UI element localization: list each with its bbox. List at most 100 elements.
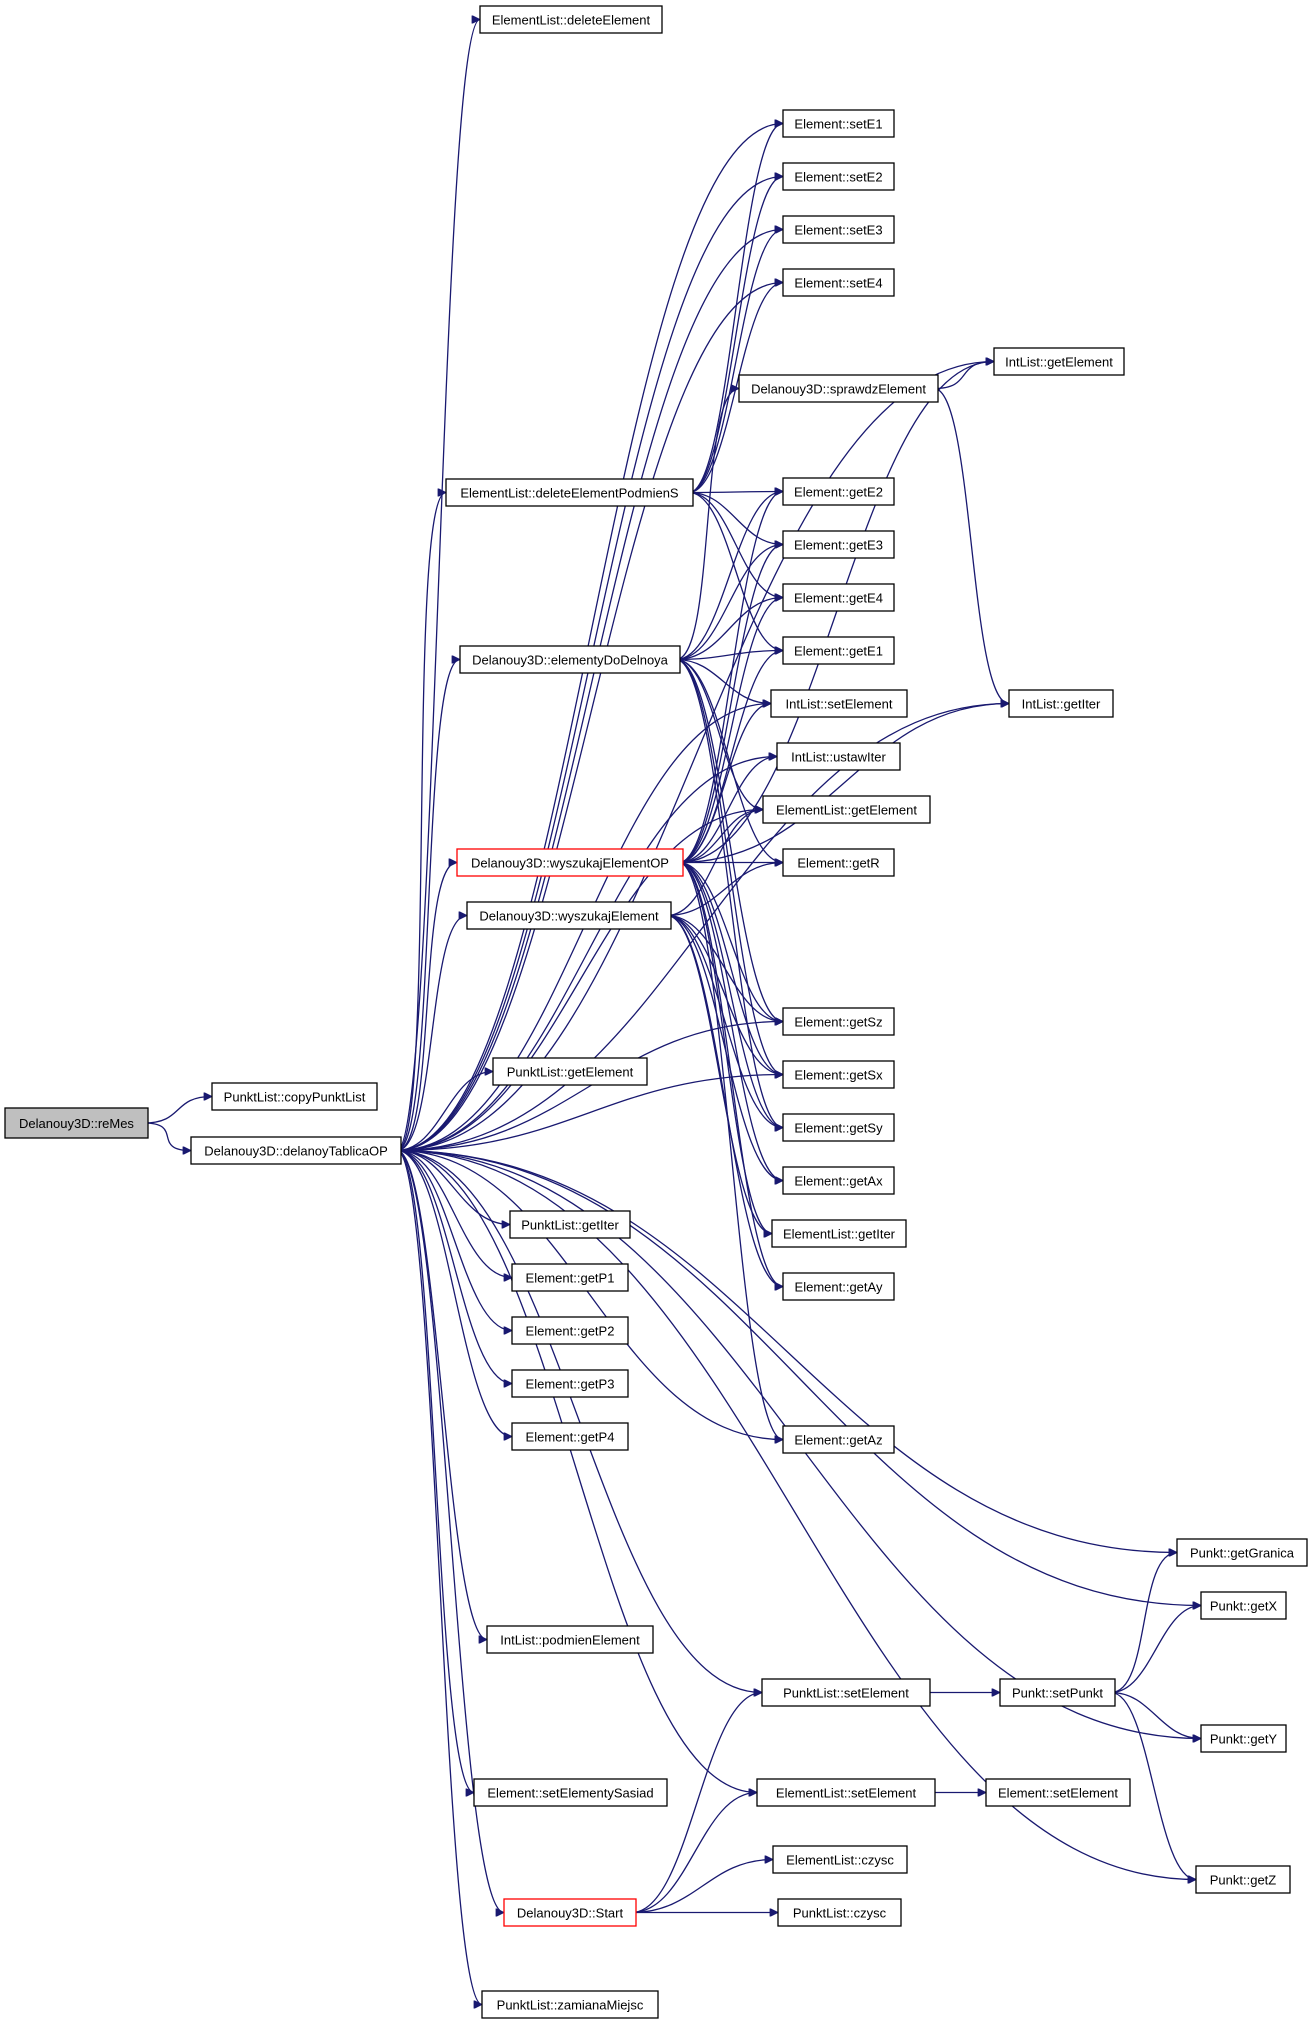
node-pGetIter[interactable]: PunktList::getIter	[509, 1210, 631, 1239]
node-setElementySasiad[interactable]: Element::setElementySasiad	[473, 1778, 668, 1807]
node-box	[782, 477, 895, 506]
edge-wyszukajElementOP-to-intGetElement	[678, 362, 994, 864]
node-intSetElement[interactable]: IntList::setElement	[770, 689, 908, 718]
edge-wyszukajElement-to-getR	[666, 863, 783, 917]
node-elGetElement[interactable]: ElementList::getElement	[762, 795, 931, 824]
edge-delanoyTablicaOP-to-getP1	[396, 1149, 512, 1278]
node-getE2[interactable]: Element::getE2	[782, 477, 895, 506]
node-elSetElement[interactable]: ElementList::setElement	[756, 1778, 936, 1807]
node-box	[456, 848, 684, 877]
node-getAx[interactable]: Element::getAx	[782, 1166, 895, 1195]
node-box	[1008, 689, 1114, 718]
edge-delanoyTablicaOP-to-intGetElement	[396, 362, 994, 1152]
node-deleteElement[interactable]: ElementList::deleteElement	[479, 5, 663, 34]
edge-delanoyTablicaOP-to-setElementySasiad	[396, 1149, 474, 1793]
node-label: PunktList::zamianaMiejsc	[497, 1998, 644, 2013]
node-box	[473, 1778, 668, 1807]
node-box	[782, 636, 895, 665]
node-setPunkt[interactable]: Punkt::setPunkt	[999, 1678, 1116, 1707]
nodes-layer: Delanouy3D::reMes PunktList::copyPunktLis…	[4, 5, 1308, 2019]
node-label: ElementList::deleteElement	[492, 13, 651, 28]
node-box	[211, 1082, 378, 1111]
node-box	[190, 1136, 402, 1165]
node-box	[738, 374, 939, 403]
node-box	[481, 1990, 659, 2019]
node-deleteElementPodmienS[interactable]: ElementList::deleteElementPodmienS	[445, 478, 694, 507]
node-getE1[interactable]: Element::getE1	[782, 636, 895, 665]
node-pSetElement[interactable]: PunktList::setElement	[761, 1678, 931, 1707]
node-getZ[interactable]: Punkt::getZ	[1195, 1865, 1291, 1894]
node-getY[interactable]: Punkt::getY	[1200, 1724, 1287, 1753]
node-label: Element::getAy	[795, 1280, 883, 1295]
node-getP2[interactable]: Element::getP2	[511, 1316, 629, 1345]
node-ustawIter[interactable]: IntList::ustawIter	[776, 742, 901, 771]
node-setE2[interactable]: Element::setE2	[782, 162, 895, 191]
edge-deleteElementPodmienS-to-setE3	[688, 230, 783, 494]
node-getSy[interactable]: Element::getSy	[782, 1113, 895, 1142]
node-box	[782, 268, 895, 297]
edge-wyszukajElement-to-getSz	[666, 914, 783, 1022]
edge-start-to-elCzysc	[631, 1860, 773, 1914]
node-label: Element::setE2	[794, 170, 882, 185]
node-label: Element::getE1	[794, 644, 883, 659]
node-box	[511, 1422, 629, 1451]
node-label: Delanouy3D::wyszukajElementOP	[471, 856, 669, 871]
node-sprawdzElement[interactable]: Delanouy3D::sprawdzElement	[738, 374, 939, 403]
node-label: PunktList::copyPunktList	[224, 1090, 366, 1105]
node-elCzysc[interactable]: ElementList::czysc	[772, 1845, 908, 1874]
node-elementyDoDelnoya[interactable]: Delanouy3D::elementyDoDelnoya	[459, 645, 681, 674]
node-getP1[interactable]: Element::getP1	[511, 1263, 629, 1292]
node-getAy[interactable]: Element::getAy	[782, 1272, 895, 1301]
node-reMes[interactable]: Delanouy3D::reMes	[4, 1107, 149, 1139]
node-getSz[interactable]: Element::getSz	[782, 1007, 895, 1036]
edge-wyszukajElementOP-to-getE3	[678, 545, 783, 864]
edges-layer	[143, 20, 1201, 2005]
node-setE1[interactable]: Element::setE1	[782, 109, 895, 138]
node-label: Element::setElementySasiad	[487, 1786, 653, 1801]
node-label: ElementList::czysc	[786, 1853, 894, 1868]
node-wyszukajElement[interactable]: Delanouy3D::wyszukajElement	[466, 901, 672, 930]
edge-wyszukajElementOP-to-getAz	[678, 861, 783, 1440]
edge-delanoyTablicaOP-to-pGetIter	[396, 1149, 510, 1225]
node-setE4[interactable]: Element::setE4	[782, 268, 895, 297]
node-delanoyTablicaOP[interactable]: Delanouy3D::delanoyTablicaOP	[190, 1136, 402, 1165]
node-getE4[interactable]: Element::getE4	[782, 583, 895, 612]
node-getR[interactable]: Element::getR	[782, 848, 895, 877]
node-wyszukajElementOP[interactable]: Delanouy3D::wyszukajElementOP	[456, 848, 684, 877]
node-getP4[interactable]: Element::getP4	[511, 1422, 629, 1451]
node-box	[782, 1166, 895, 1195]
edge-deleteElementPodmienS-to-getE4	[688, 491, 783, 598]
edge-reMes-to-delanoyTablicaOP	[143, 1122, 191, 1151]
node-box	[772, 1845, 908, 1874]
node-getAz[interactable]: Element::getAz	[782, 1425, 895, 1454]
edge-delanoyTablicaOP-to-wyszukajElement	[396, 916, 467, 1152]
node-label: ElementList::deleteElementPodmienS	[460, 486, 679, 501]
edge-wyszukajElementOP-to-ustawIter	[678, 757, 777, 864]
node-eSetElement[interactable]: Element::setElement	[985, 1778, 1131, 1807]
node-box	[511, 1263, 629, 1292]
node-start[interactable]: Delanouy3D::Start	[503, 1898, 637, 1927]
node-podmienElement[interactable]: IntList::podmienElement	[486, 1625, 654, 1654]
node-label: PunktList::getElement	[507, 1065, 634, 1080]
node-intGetElement[interactable]: IntList::getElement	[993, 347, 1125, 376]
node-copyPunktList[interactable]: PunktList::copyPunktList	[211, 1082, 378, 1111]
node-pCzysc[interactable]: PunktList::czysc	[777, 1898, 902, 1927]
node-getX[interactable]: Punkt::getX	[1200, 1591, 1287, 1620]
node-pGetElement[interactable]: PunktList::getElement	[492, 1057, 648, 1086]
node-setE3[interactable]: Element::setE3	[782, 215, 895, 244]
edge-elementyDoDelnoya-to-getE4	[675, 598, 783, 661]
node-intGetIter[interactable]: IntList::getIter	[1008, 689, 1114, 718]
node-label: Delanouy3D::wyszukajElement	[479, 909, 659, 924]
node-getE3[interactable]: Element::getE3	[782, 530, 895, 559]
edge-delanoyTablicaOP-to-ustawIter	[396, 757, 777, 1152]
node-getGranica[interactable]: Punkt::getGranica	[1176, 1538, 1308, 1567]
node-elGetIter[interactable]: ElementList::getIter	[771, 1219, 907, 1248]
node-box	[782, 583, 895, 612]
node-box	[782, 1425, 895, 1454]
node-getSx[interactable]: Element::getSx	[782, 1060, 895, 1089]
node-getP3[interactable]: Element::getP3	[511, 1369, 629, 1398]
edge-wyszukajElementOP-to-getSz	[678, 861, 783, 1022]
node-box	[782, 162, 895, 191]
node-zamianaMiejsc[interactable]: PunktList::zamianaMiejsc	[481, 1990, 659, 2019]
edge-elementyDoDelnoya-to-getSx	[675, 658, 783, 1075]
